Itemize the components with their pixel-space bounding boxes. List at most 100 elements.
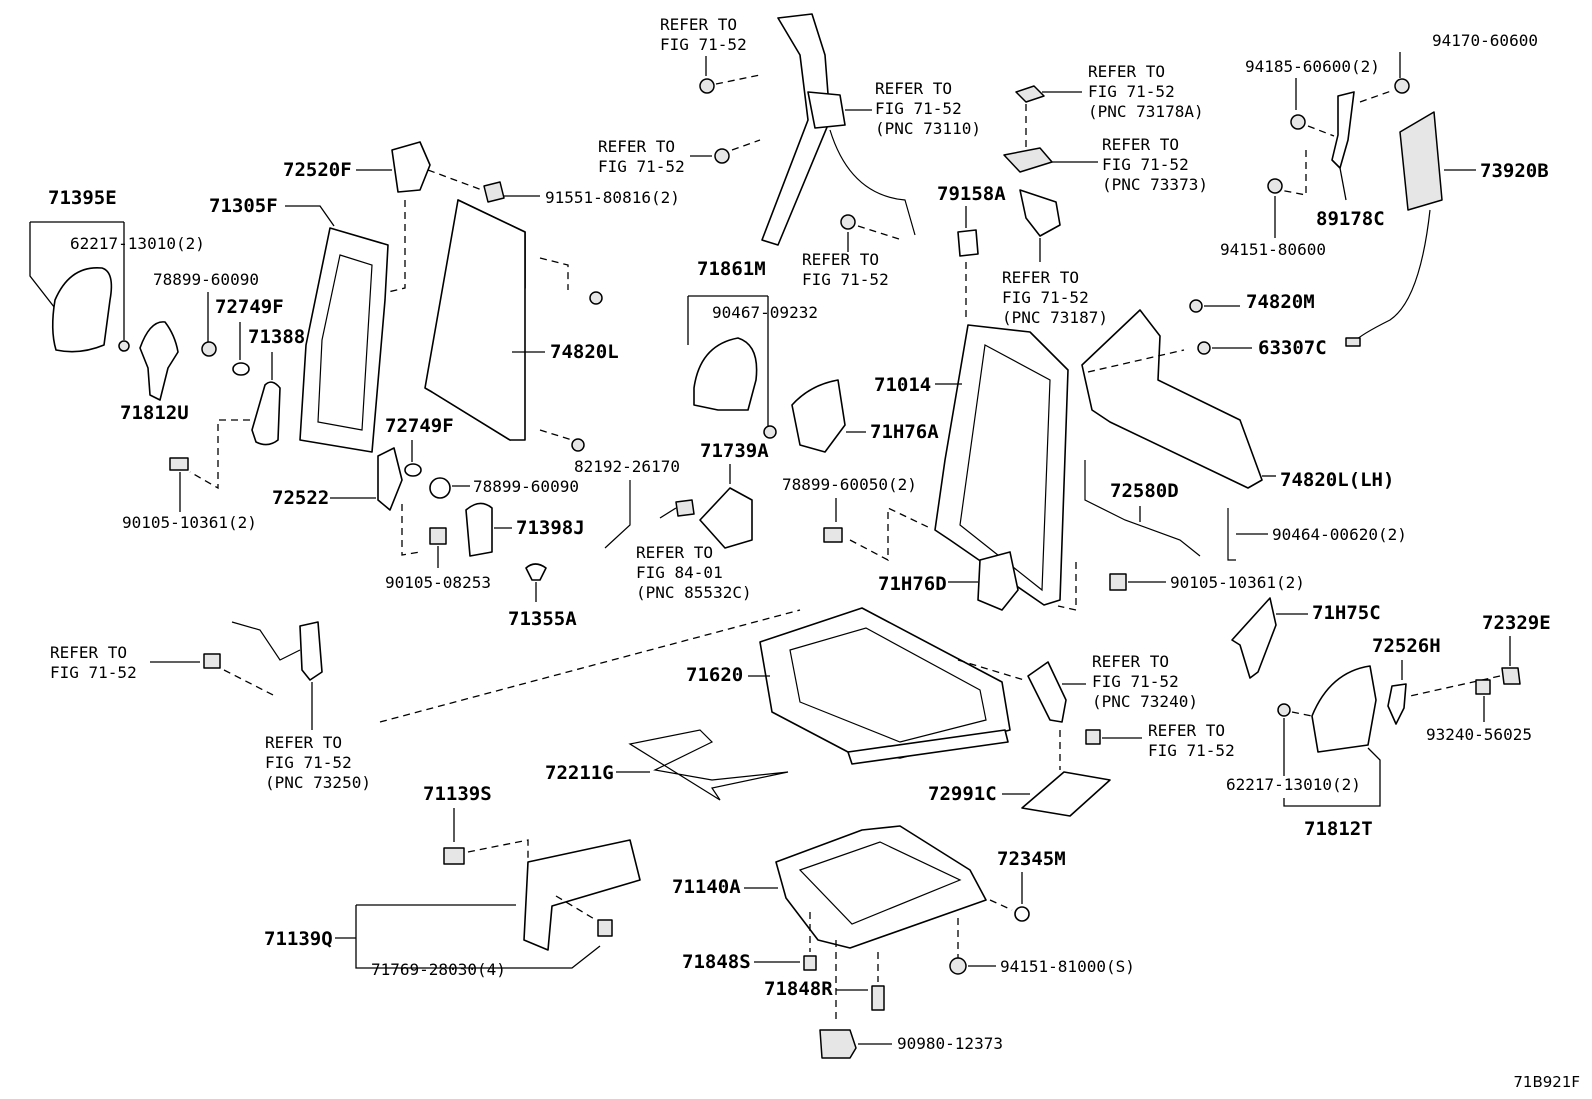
label-72526H[interactable]: 72526H [1372, 635, 1441, 657]
refer-to-top-left-1[interactable]: REFER TO [660, 15, 737, 34]
label-94170-60600[interactable]: 94170-60600 [1432, 31, 1538, 50]
part-93240-56025-screw[interactable] [1475, 679, 1491, 695]
label-71848S[interactable]: 71848S [682, 951, 751, 973]
label-71014[interactable]: 71014 [874, 374, 931, 396]
part-62217-13010-screw[interactable] [118, 340, 130, 352]
label-71739A[interactable]: 71739A [700, 440, 769, 462]
part-71395E-cover[interactable] [51, 267, 113, 353]
part-seat-belt[interactable] [761, 13, 831, 246]
part-72345M-plug[interactable] [1014, 906, 1030, 922]
part-90464-00620-clip[interactable] [1227, 508, 1236, 561]
part-71140A-riser[interactable] [775, 825, 987, 949]
part-94185-60600-nut[interactable] [1290, 114, 1306, 130]
part-71H76A-cover[interactable] [791, 379, 846, 453]
refer-to-73240-2[interactable]: FIG 71-52 [1092, 672, 1179, 691]
part-73373[interactable] [1003, 147, 1053, 173]
part-94170-60600-nut[interactable] [1394, 78, 1410, 94]
refer-to-73178A-1[interactable]: REFER TO [1088, 62, 1165, 81]
fig-84-01[interactable]: FIG 84-01 [636, 563, 723, 582]
part-71388-bracket[interactable] [251, 381, 281, 446]
part-90467-09232-clip[interactable] [763, 425, 777, 439]
part-73240-lever[interactable] [1027, 661, 1067, 723]
pnc-73187[interactable]: (PNC 73187) [1002, 308, 1108, 327]
label-90105-10361-left[interactable]: 90105-10361(2) [122, 513, 257, 532]
label-78899-60090-b[interactable]: 78899-60090 [473, 477, 579, 496]
part-71812T-cover[interactable] [1311, 665, 1377, 753]
label-78899-60050[interactable]: 78899-60050(2) [782, 475, 917, 494]
label-93240-56025[interactable]: 93240-56025 [1426, 725, 1532, 744]
label-71305F[interactable]: 71305F [209, 195, 278, 217]
label-72345M[interactable]: 72345M [997, 848, 1066, 870]
label-74820L[interactable]: 74820L [550, 341, 619, 363]
label-71769-28030[interactable]: 71769-28030(4) [371, 960, 506, 979]
label-79158A[interactable]: 79158A [937, 183, 1006, 205]
part-refer-clip-low[interactable] [840, 214, 856, 230]
label-71140A[interactable]: 71140A [672, 876, 741, 898]
pnc-85532C[interactable]: (PNC 85532C) [636, 583, 752, 602]
part-73920B-airbag[interactable] [1399, 111, 1443, 211]
label-72522[interactable]: 72522 [272, 487, 329, 509]
part-79158A-pad[interactable] [957, 229, 979, 257]
label-63307C[interactable]: 63307C [1258, 337, 1327, 359]
refer-to-73373-1[interactable]: REFER TO [1102, 135, 1179, 154]
refer-to-mid-1[interactable]: REFER TO [598, 137, 675, 156]
part-94151-80600-nut[interactable] [1267, 178, 1283, 194]
pnc-73250[interactable]: (PNC 73250) [265, 773, 371, 792]
label-72520F[interactable]: 72520F [283, 159, 352, 181]
label-90464-00620[interactable]: 90464-00620(2) [1272, 525, 1407, 544]
part-71H75C-cover[interactable] [1231, 597, 1277, 679]
refer-to-73373-2[interactable]: FIG 71-52 [1102, 155, 1189, 174]
label-82192-26170[interactable]: 82192-26170 [574, 457, 680, 476]
part-71861M-cover[interactable] [693, 337, 758, 411]
part-62217-13010-bottom-screw[interactable] [1277, 703, 1291, 717]
refer-to-84-01[interactable]: REFER TO [636, 543, 713, 562]
part-74820M-clip[interactable] [1189, 299, 1203, 313]
refer-to-73250-2[interactable]: FIG 71-52 [265, 753, 352, 772]
refer-to-73178A-2[interactable]: FIG 71-52 [1088, 82, 1175, 101]
label-71388[interactable]: 71388 [248, 326, 305, 348]
part-89178C-bracket[interactable] [1331, 91, 1355, 169]
part-73920B-connector[interactable] [1345, 337, 1361, 347]
part-72211G-spring[interactable] [628, 729, 789, 801]
label-72211G[interactable]: 72211G [545, 762, 614, 784]
pnc-73110[interactable]: (PNC 73110) [875, 119, 981, 138]
part-71848R-bolt[interactable] [871, 985, 885, 1011]
part-71739A-panel[interactable] [699, 487, 753, 549]
label-71620[interactable]: 71620 [686, 664, 743, 686]
label-90105-08253[interactable]: 90105-08253 [385, 573, 491, 592]
pnc-73178A[interactable]: (PNC 73178A) [1088, 102, 1204, 121]
label-94151-80600[interactable]: 94151-80600 [1220, 240, 1326, 259]
label-90105-10361-right[interactable]: 90105-10361(2) [1170, 573, 1305, 592]
label-62217-13010-top[interactable]: 62217-13010(2) [70, 234, 205, 253]
part-90105-10361-bolt-left[interactable] [169, 457, 189, 471]
label-91551-80816[interactable]: 91551-80816(2) [545, 188, 680, 207]
part-82192-26170-clip[interactable] [571, 438, 585, 452]
refer-to-buckle-1[interactable]: REFER TO [50, 643, 127, 662]
part-71139S-bolt[interactable] [443, 847, 465, 865]
label-90980-12373[interactable]: 90980-12373 [897, 1034, 1003, 1053]
label-71H76A[interactable]: 71H76A [870, 421, 939, 443]
part-72749F-washer-a[interactable] [232, 362, 250, 376]
label-71812U[interactable]: 71812U [120, 402, 189, 424]
part-73178A[interactable] [1015, 85, 1045, 103]
label-78899-60090-a[interactable]: 78899-60090 [153, 270, 259, 289]
part-63307C-clip[interactable] [1197, 341, 1211, 355]
part-refer-nut-top[interactable] [699, 78, 715, 94]
label-71H76D[interactable]: 71H76D [878, 573, 947, 595]
label-94151-81000[interactable]: 94151-81000(S) [1000, 957, 1135, 976]
part-72522-bracket[interactable] [377, 447, 403, 511]
label-72329E[interactable]: 72329E [1482, 612, 1551, 634]
refer-to-73187-1[interactable]: REFER TO [1002, 268, 1079, 287]
pnc-73240[interactable]: (PNC 73240) [1092, 692, 1198, 711]
label-72749F-a[interactable]: 72749F [215, 296, 284, 318]
part-90105-08253-bolt[interactable] [429, 527, 447, 545]
label-90467-09232[interactable]: 90467-09232 [712, 303, 818, 322]
refer-to-buckle-2[interactable]: FIG 71-52 [50, 663, 137, 682]
part-72520F-hinge[interactable] [391, 141, 431, 193]
part-90105-10361-bolt-right[interactable] [1109, 573, 1127, 591]
label-71861M[interactable]: 71861M [697, 258, 766, 280]
part-74820L-LH-board[interactable] [1081, 309, 1263, 489]
part-71812U-cover[interactable] [139, 321, 179, 401]
label-72991C[interactable]: 72991C [928, 783, 997, 805]
part-73187-bracket[interactable] [1019, 189, 1061, 237]
